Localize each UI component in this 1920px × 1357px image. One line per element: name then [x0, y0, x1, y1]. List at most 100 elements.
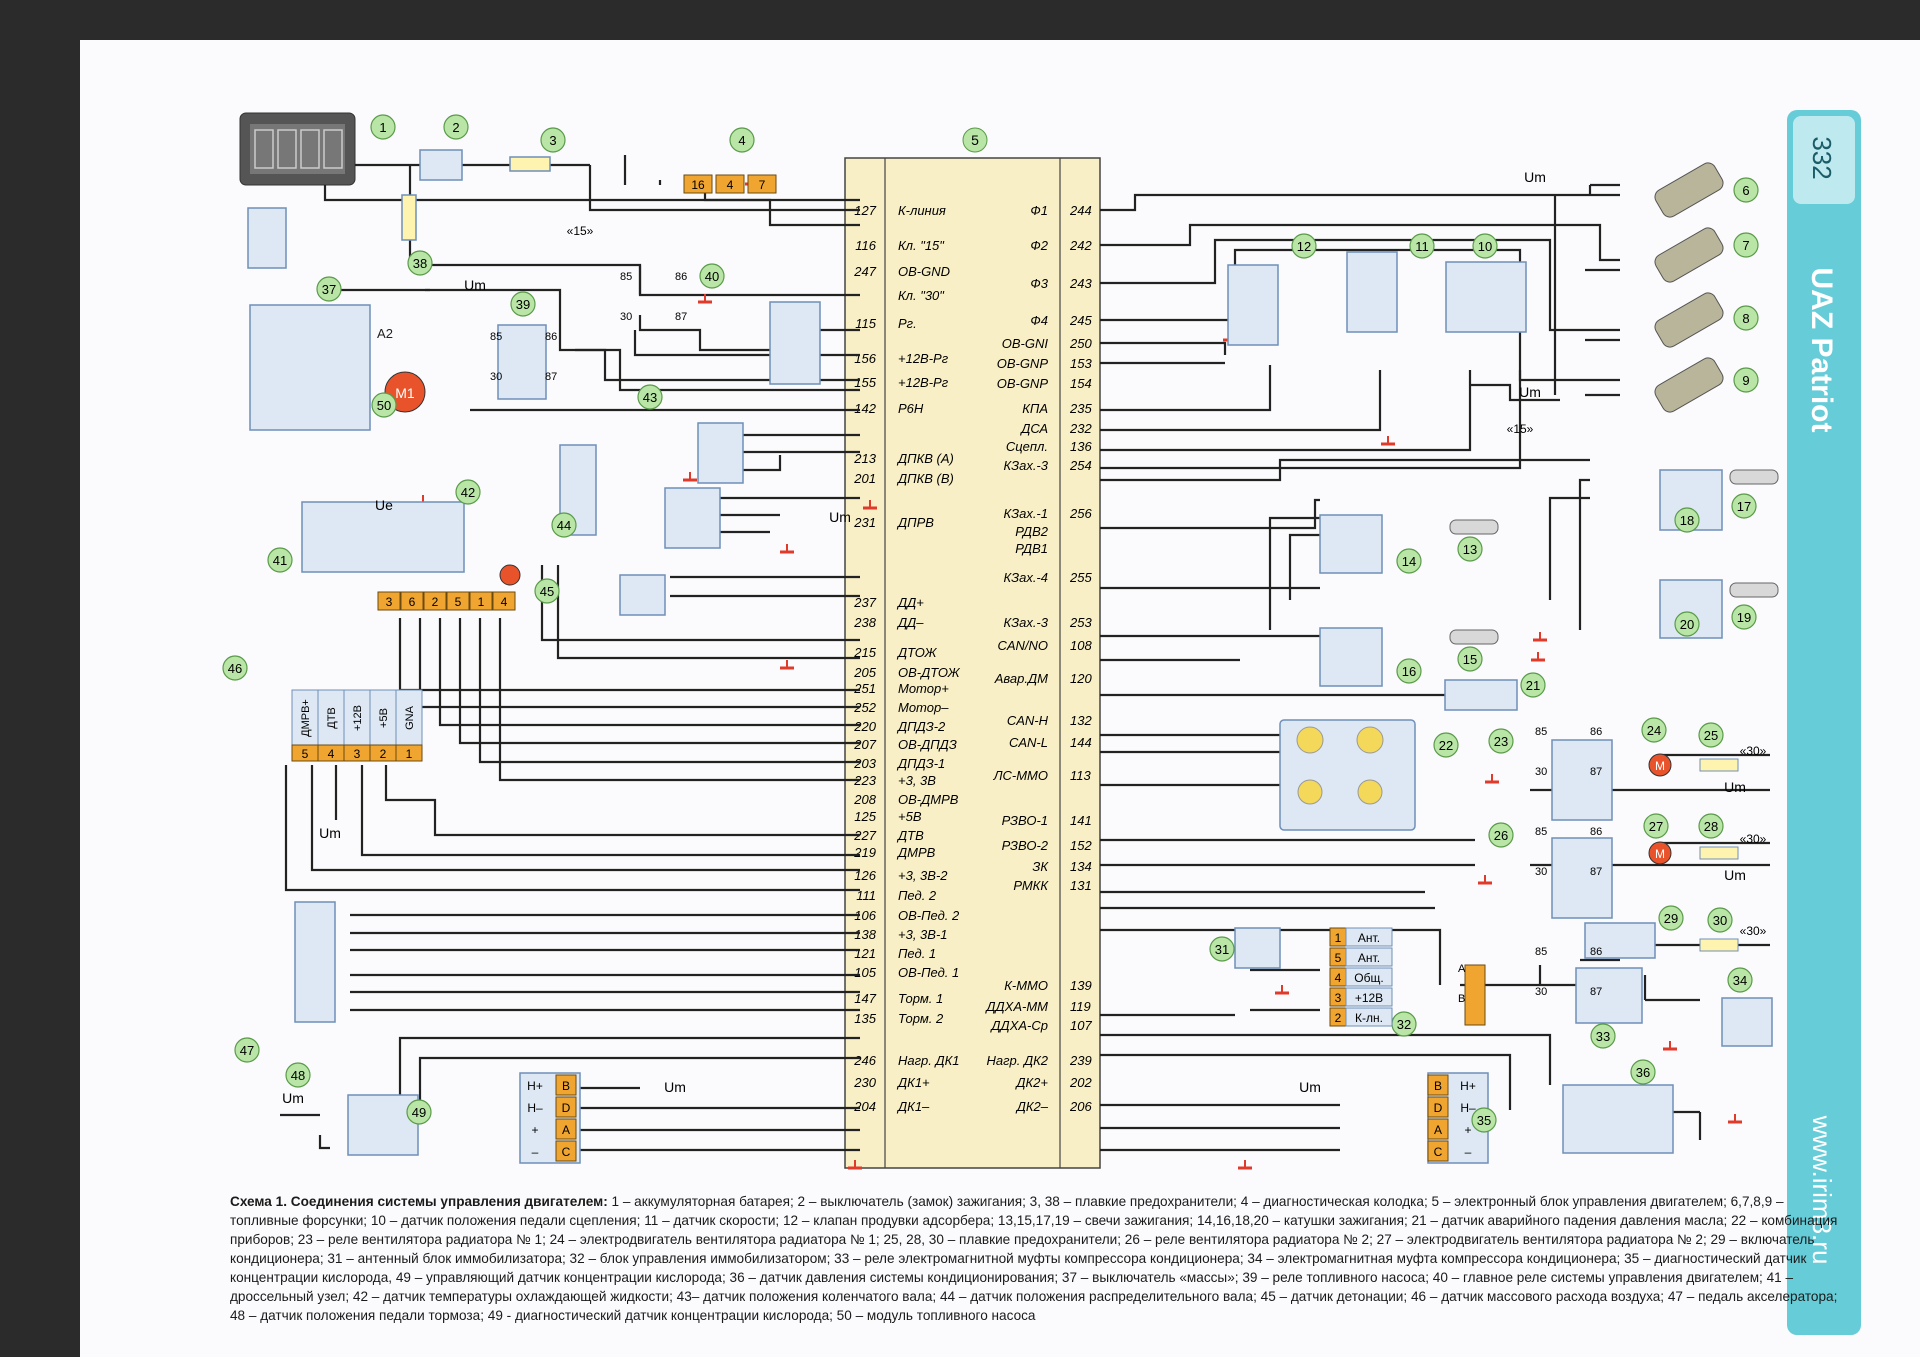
page-number-tab [1793, 116, 1855, 204]
callout-number: 41 [273, 553, 287, 568]
callout-marker [1641, 717, 1667, 743]
ecu-left-pin-label: К-линия [898, 203, 946, 218]
callout-number: 12 [1297, 239, 1311, 254]
ecu-right-pin-label: Ф3 [1030, 276, 1048, 291]
ecu-left-pin-label: ДМРВ [896, 845, 936, 860]
ecu-left-pin-number: 246 [853, 1053, 876, 1068]
callout-marker [406, 1099, 432, 1125]
callout-marker [1457, 646, 1483, 672]
ecu-right-pin-number: 120 [1070, 671, 1092, 686]
ecu-right-pin-label: ДСА [1019, 421, 1048, 436]
ecu-left-pin-label: Пед. 2 [898, 888, 937, 903]
throttle-connector-pin [492, 591, 516, 611]
terminal-15-label: «15» [567, 224, 594, 238]
callout-number: 33 [1596, 1029, 1610, 1044]
ecu-left-pin-number: 147 [854, 991, 876, 1006]
callout-marker [1471, 1107, 1497, 1133]
maf-connector-pin-number: 1 [406, 747, 413, 761]
callout-number: 14 [1402, 554, 1416, 569]
ecu-right-pin-label: К-ММО [1004, 978, 1048, 993]
callout-number: 36 [1636, 1065, 1650, 1080]
um-label: Um [1724, 779, 1746, 795]
injectors [1654, 162, 1724, 413]
ecu-right-pin-number: 202 [1069, 1075, 1092, 1090]
callout-number: 46 [228, 661, 242, 676]
o2-sensor-35-connector-pin-letter: C [1434, 1145, 1443, 1159]
callout-marker [1396, 548, 1422, 574]
immo-connector-pin-number: 4 [1335, 971, 1342, 985]
relay-pin-85: 85 [490, 331, 502, 343]
ecu-right-pin-label: ДДХА-Ср [989, 1018, 1048, 1033]
ecu-left-pin-number: 138 [854, 927, 876, 942]
maf-signal-cell [395, 689, 423, 746]
fuse-30 [1699, 938, 1739, 952]
ecu-right-pin-number: 256 [1069, 506, 1092, 521]
immo-signal-name: Ант. [1358, 951, 1380, 965]
page-number: 332 [1807, 136, 1837, 179]
o2-sensor-49-connector-pin-letter: B [562, 1079, 570, 1093]
callout-number: 26 [1494, 828, 1508, 843]
callout-marker [1488, 728, 1514, 754]
callout-marker [267, 547, 293, 573]
ecu-right-pin-number: 144 [1070, 735, 1092, 750]
callout-marker [1674, 507, 1700, 533]
callout-marker [1733, 305, 1759, 331]
ecu-left-pin-label: +12В-Рг [898, 351, 949, 366]
callout-marker [1396, 658, 1422, 684]
callout-marker [316, 276, 342, 302]
callout-number: 31 [1215, 942, 1229, 957]
throttle-connector-pin [446, 591, 470, 611]
ecu-left-pin-number: 203 [853, 756, 876, 771]
o2-sensor-35-signal-name: – [1465, 1145, 1472, 1159]
ecu-left-pin-label: ОВ-GND [898, 264, 950, 279]
callout-number: 43 [643, 390, 657, 405]
callout-marker [729, 127, 755, 153]
callout-marker [1731, 604, 1757, 630]
o2-sensor-49-signal-name: – [532, 1145, 539, 1159]
callout-marker [1409, 233, 1435, 259]
callout-marker [1707, 907, 1733, 933]
ecu-left-pin-number: 230 [853, 1075, 876, 1090]
diag-connector-pin-number: 16 [691, 178, 705, 192]
callout-marker [699, 263, 725, 289]
ecu-left-pin-label: ОВ-Пед. 2 [898, 908, 960, 923]
callout-marker [637, 384, 663, 410]
ecu-left-pin-number: 116 [855, 238, 876, 253]
ecu-right-pin-label: РДВ2 [1015, 524, 1048, 539]
callout-number: 45 [540, 584, 554, 599]
callout-number: 50 [377, 398, 391, 413]
ecu-right-pin-label: КЗах.-3 [1003, 458, 1048, 473]
ecu-left-pin-number: 238 [853, 615, 876, 630]
o2-sensor-35-connector-pin [1427, 1118, 1449, 1140]
callout-marker [370, 114, 396, 140]
callout-marker [1457, 536, 1483, 562]
terminal-30-label: «30» [1740, 832, 1767, 846]
ecu-left-pin-number: 204 [853, 1099, 876, 1114]
relay-pin-86: 86 [675, 271, 687, 283]
diag-connector-pin-number: 7 [759, 178, 766, 192]
ecu-right-pin-label: РЗВО-2 [1002, 838, 1049, 853]
fan-1-m-label: M [1655, 759, 1665, 773]
o2-sensor-35-connector-pin-letter: B [1434, 1079, 1442, 1093]
callout-marker [1727, 967, 1753, 993]
relay-pin-86: 86 [545, 331, 557, 343]
maf-connector-pin [395, 744, 423, 762]
o2-sensor-49-signal-name: Н+ [527, 1079, 543, 1093]
ecu-right-pin-number: 154 [1070, 376, 1092, 391]
callout-number: 2 [452, 120, 459, 135]
relay-pin-85: 85 [1535, 946, 1547, 958]
callout-marker [1209, 936, 1235, 962]
callout-number: 44 [557, 518, 571, 533]
ecu-right-pin-label: РДВ1 [1015, 541, 1048, 556]
callout-number: 40 [705, 269, 719, 284]
callout-marker [1433, 732, 1459, 758]
ecu-right-pin-number: 245 [1069, 313, 1092, 328]
caption-text: 1 – аккумуляторная батарея; 2 – выключат… [230, 1194, 1838, 1323]
callout-number: 10 [1478, 239, 1492, 254]
ecu-left-pin-number: 205 [853, 665, 876, 680]
maf-signal-name: GNA [404, 705, 416, 730]
callout-number: 25 [1704, 728, 1718, 743]
ecu-left-pin-label: ДТОЖ [896, 645, 937, 660]
callout-number: 27 [1649, 819, 1663, 834]
callout-number: 16 [1402, 664, 1416, 679]
